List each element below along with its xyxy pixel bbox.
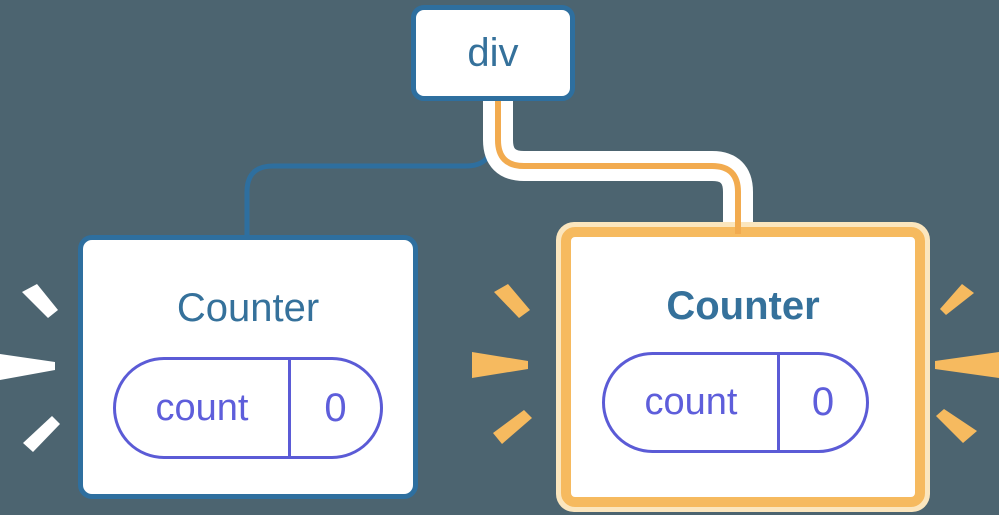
state-key-left: count [155, 386, 249, 429]
edge-highlight-casing [483, 100, 753, 222]
sparkle-ray-icon [936, 409, 977, 443]
sparkle-group-right-card-right [935, 284, 999, 443]
edge-div-to-right-counter [495, 100, 741, 223]
sparkle-group-left-card [0, 284, 60, 452]
state-pill-right: count 0 [602, 352, 869, 453]
sparkle-ray-icon [935, 352, 999, 378]
sparkle-ray-icon [493, 410, 532, 444]
sparkle-ray-icon [940, 284, 974, 315]
edge-entry-stub [735, 220, 741, 234]
sparkle-ray-icon [0, 354, 55, 380]
edge-div-to-left-counter [244, 100, 495, 237]
sparkle-group-right-card-left [472, 284, 532, 444]
root-node-label: div [467, 30, 519, 75]
sparkle-ray-icon [23, 416, 60, 452]
counter-title-right: Counter [666, 284, 820, 328]
pill-divider [777, 355, 780, 450]
state-key-right: count [644, 381, 738, 423]
state-value-left: 0 [324, 385, 347, 430]
pill-divider [288, 360, 291, 456]
counter-title-left: Counter [176, 286, 320, 330]
sparkle-ray-icon [22, 284, 58, 318]
root-node-div: div [411, 5, 575, 101]
state-value-right: 0 [811, 380, 835, 424]
sparkle-ray-icon [494, 284, 530, 318]
state-pill-left: count 0 [113, 357, 383, 459]
sparkle-ray-icon [472, 352, 528, 378]
